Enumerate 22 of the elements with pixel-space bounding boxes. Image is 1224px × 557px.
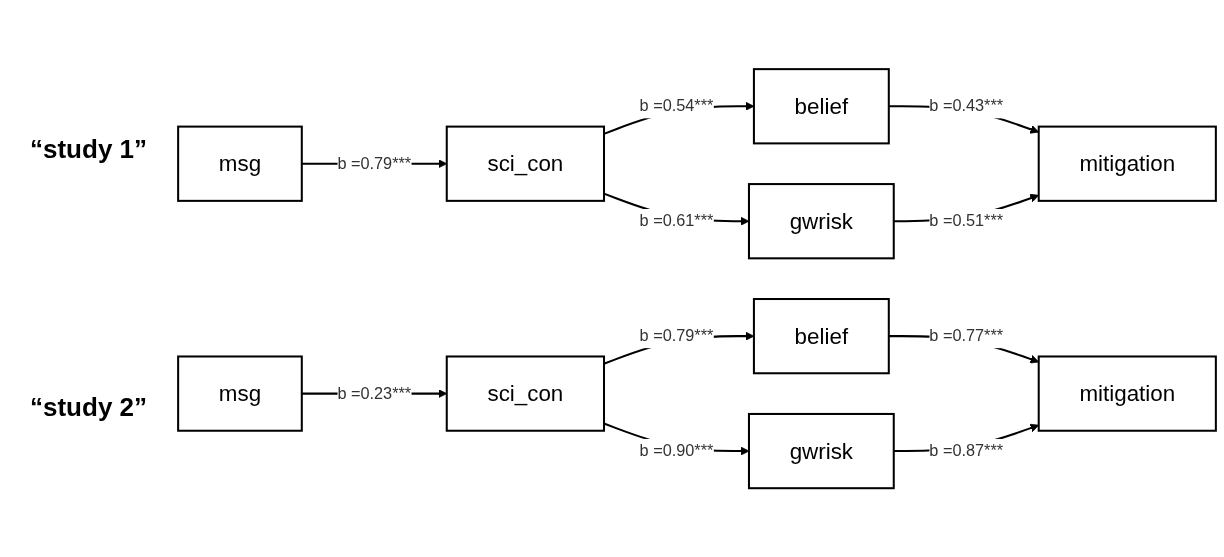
edge-label: b =0.43*** bbox=[929, 96, 1004, 115]
edge-label: b =0.51*** bbox=[929, 211, 1004, 230]
study-label: “study 1” bbox=[29, 133, 149, 165]
edge-label: b =0.90*** bbox=[639, 441, 714, 460]
study-label: “study 2” bbox=[29, 392, 149, 424]
edge-label: b =0.77*** bbox=[929, 326, 1004, 345]
node-box: msg bbox=[177, 125, 303, 202]
edge-label: b =0.54*** bbox=[639, 96, 714, 115]
edge-label: b =0.23*** bbox=[337, 384, 412, 402]
edge-label: b =0.79*** bbox=[639, 326, 714, 345]
node-box: msg bbox=[177, 355, 303, 432]
node-box: sci_con bbox=[445, 125, 605, 202]
node-box: belief bbox=[752, 297, 890, 375]
node-box: belief bbox=[752, 67, 890, 145]
edge-label: b =0.61*** bbox=[639, 211, 714, 230]
node-box: mitigation bbox=[1037, 125, 1217, 202]
node-box: gwrisk bbox=[747, 182, 895, 260]
node-box: sci_con bbox=[445, 355, 605, 432]
node-box: gwrisk bbox=[747, 412, 895, 490]
edge-label: b =0.87*** bbox=[929, 441, 1004, 460]
edge-label: b =0.79*** bbox=[337, 154, 412, 172]
node-box: mitigation bbox=[1037, 355, 1217, 432]
